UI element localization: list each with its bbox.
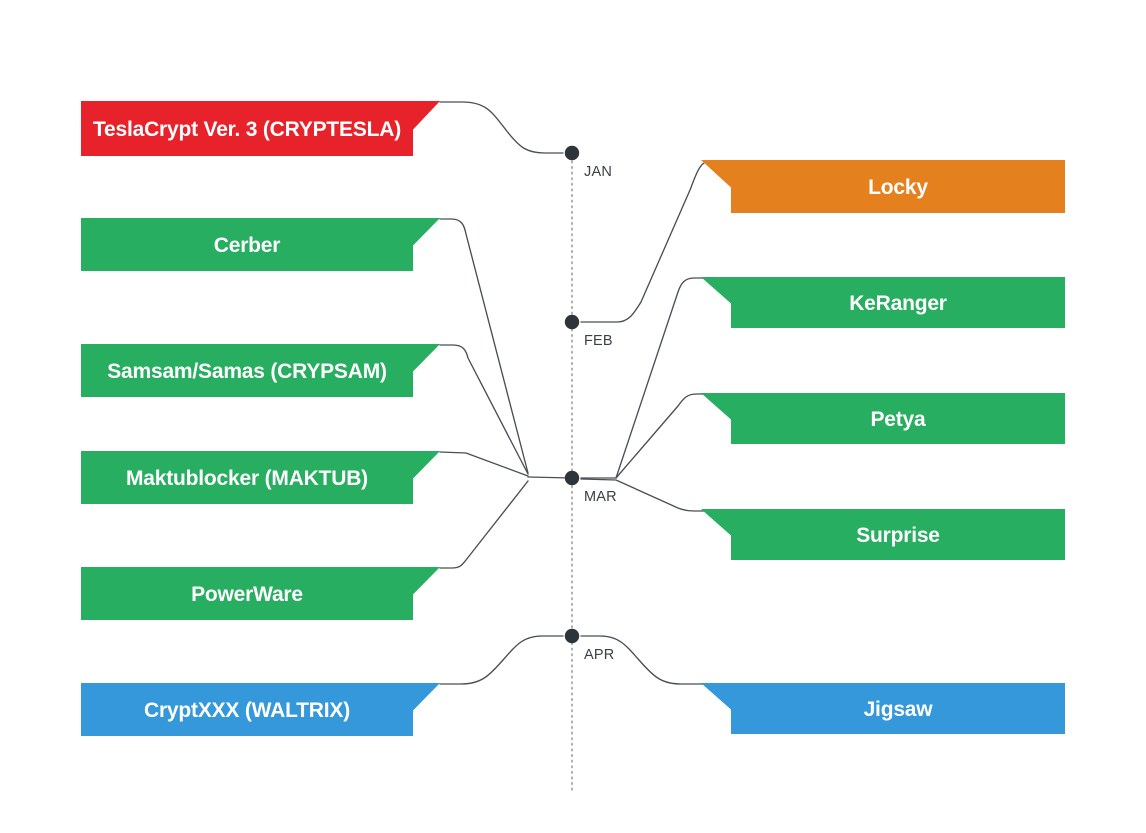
right-bar-petya[interactable]: Petya <box>701 393 1065 444</box>
left-bar-samsam-samas-crypsam[interactable]: Samsam/Samas (CRYPSAM) <box>81 344 440 397</box>
axis-marker-feb[interactable]: FEB <box>564 314 613 349</box>
connector-cryptxxx-apr <box>439 635 564 685</box>
axis-dot-mar <box>564 470 580 486</box>
left-bar-label: TeslaCrypt Ver. 3 (CRYPTESLA) <box>93 118 401 141</box>
right-bar-label: Surprise <box>856 524 940 547</box>
axis-dot-apr <box>564 628 580 644</box>
right-bar-keranger[interactable]: KeRanger <box>701 277 1065 328</box>
month-label: FEB <box>584 333 613 349</box>
left-bar-label: Samsam/Samas (CRYPSAM) <box>107 360 387 383</box>
left-bar-cryptxxx-waltrix[interactable]: CryptXXX (WALTRIX) <box>81 683 440 736</box>
month-label: MAR <box>584 489 617 505</box>
axis-dot-feb <box>564 314 580 330</box>
left-bar-label: CryptXXX (WALTRIX) <box>144 699 350 722</box>
connector-group <box>439 101 721 685</box>
bar-shape <box>81 567 440 620</box>
connector-teslacrypt-jan <box>439 101 564 154</box>
connector-samsam-mar <box>439 344 529 475</box>
left-bar-label: PowerWare <box>191 583 303 606</box>
left-bar-teslacrypt-ver-3-cryptesla[interactable]: TeslaCrypt Ver. 3 (CRYPTESLA) <box>81 101 440 156</box>
connector-apr-jigsaw <box>580 635 713 685</box>
right-bar-jigsaw[interactable]: Jigsaw <box>701 683 1065 734</box>
axis-dot-jan <box>564 145 580 161</box>
left-bar-cerber[interactable]: Cerber <box>81 218 440 271</box>
connector-powerware-mar <box>439 480 529 569</box>
connector-maktublocker-mar <box>439 451 529 477</box>
connector-mar-keranger <box>580 277 713 479</box>
bar-shape <box>81 683 440 736</box>
left-bars-group: TeslaCrypt Ver. 3 (CRYPTESLA) CerberSamsa… <box>81 101 440 736</box>
axis-marker-apr[interactable]: APR <box>564 628 615 663</box>
bar-shape <box>81 218 440 271</box>
bar-shape <box>81 101 440 156</box>
month-label: JAN <box>584 164 612 180</box>
bar-shape <box>701 160 1065 213</box>
bar-shape <box>701 683 1065 734</box>
right-bar-locky[interactable]: Locky <box>701 160 1065 213</box>
bar-shape <box>701 277 1065 328</box>
left-bar-maktublocker-maktub[interactable]: Maktublocker (MAKTUB) <box>81 451 440 504</box>
bar-shape <box>701 393 1065 444</box>
connector-feb-locky <box>580 160 721 323</box>
right-bar-surprise[interactable]: Surprise <box>701 509 1065 560</box>
axis-marker-mar[interactable]: MAR <box>564 470 617 505</box>
axis-markers-group: JAN FEB MAR APR <box>564 145 617 663</box>
left-bar-powerware[interactable]: PowerWare <box>81 567 440 620</box>
left-bar-label: Cerber <box>214 234 281 257</box>
left-bar-label: Maktublocker (MAKTUB) <box>126 467 368 490</box>
month-label: APR <box>584 647 614 663</box>
connector-mar-surprise <box>580 478 713 512</box>
right-bar-label: KeRanger <box>849 292 947 315</box>
connector-cerber-mar <box>439 218 529 474</box>
connector-mar-hub <box>527 476 573 479</box>
right-bar-label: Petya <box>870 408 926 431</box>
right-bar-label: Locky <box>868 176 928 199</box>
bar-shape <box>701 509 1065 560</box>
bar-shape <box>81 451 440 504</box>
bar-shape <box>81 344 440 397</box>
connector-mar-petya <box>615 393 713 479</box>
axis-marker-jan[interactable]: JAN <box>564 145 612 180</box>
right-bar-label: Jigsaw <box>864 698 934 721</box>
